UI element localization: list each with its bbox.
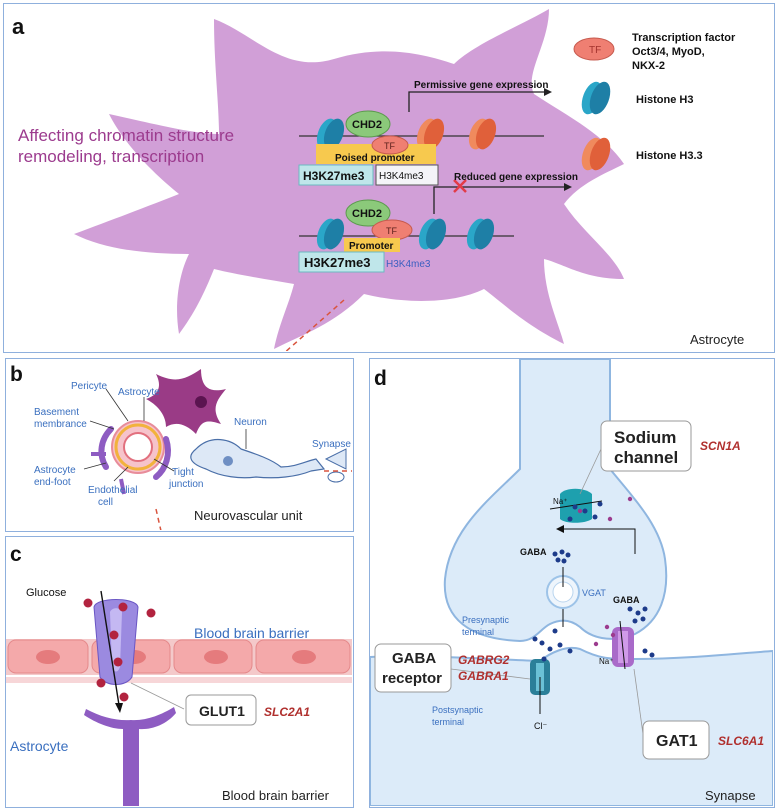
legend-tf-line-2: Oct3/4, MyoD,	[632, 46, 705, 58]
panel-a-canvas: a Affecting chromatin structure remodeli…	[12, 9, 744, 425]
reduced-label: Reduced gene expression	[454, 172, 578, 183]
legend-h33: Histone H3.3	[636, 150, 703, 162]
chd2-top-shape	[345, 110, 391, 138]
endothelial-cells	[7, 639, 351, 674]
gat1-label: GAT1	[656, 733, 698, 750]
h3k27me3-bottom-label: H3K27me3	[304, 255, 371, 270]
panel-b: b Pericyte Astrocyte Basement membrance …	[5, 358, 376, 532]
histone-h3-3-icon	[416, 118, 445, 150]
panel-d-canvas: d Sodium channel SCN1A Na⁺ GABA VGAT GAB…	[369, 358, 774, 807]
gaba-molecules	[532, 501, 655, 662]
legend-h3: Histone H3	[636, 94, 693, 106]
gat1-box	[642, 720, 710, 760]
chd2-top-label: CHD2	[352, 119, 382, 131]
tf-legend-symbol: TF	[589, 45, 601, 56]
tf-legend-icon	[573, 37, 615, 61]
cross-icon	[453, 179, 467, 193]
sodium-line-1: Sodium	[614, 428, 676, 447]
endothelial-line-2: cell	[98, 497, 113, 508]
gabrg2-label: GABRG2	[458, 653, 510, 667]
basement-line-1: Basement	[34, 407, 79, 418]
astro-endfoot-line-1: Astrocyte	[34, 465, 76, 476]
panel-c: c Glucose Blood brain barrier GLUT1 SLC2…	[5, 536, 354, 808]
gaba-receptor-box	[374, 643, 452, 693]
h3k27me3-bottom-box	[298, 251, 385, 273]
scn1a-label: SCN1A	[700, 439, 741, 453]
panel-b-letter: b	[10, 363, 23, 386]
legend-tf-line-3: NKX-2	[632, 60, 665, 72]
pericyte-label: Pericyte	[71, 381, 108, 392]
na-top-label: Na⁺	[553, 497, 567, 506]
promoter-box	[344, 238, 400, 252]
histone-h3-3-icon	[468, 118, 497, 150]
h3k4me3-top-box	[375, 164, 439, 186]
gabra1-label: GABRA1	[458, 669, 509, 683]
histone-h3-legend-icon	[581, 81, 611, 115]
astro-endfoot-line-2: end-foot	[34, 477, 71, 488]
panel-d-letter: d	[374, 367, 387, 390]
panel-b-canvas: b Pericyte Astrocyte Basement membrance …	[10, 363, 376, 532]
panel-a: a Affecting chromatin structure remodeli…	[3, 3, 775, 425]
basement-line-2: membrance	[34, 419, 87, 430]
tight-line-1: Tight	[172, 467, 194, 478]
sodium-line-2: channel	[614, 448, 678, 467]
tf-bottom-label: TF	[386, 226, 397, 236]
h3k4me3-bottom-label: H3K4me3	[386, 259, 431, 270]
gaba-receptor-line-2: receptor	[382, 670, 442, 687]
h3k27me3-top-box	[298, 164, 374, 186]
endothelial-line-1: Endothelial	[88, 485, 137, 496]
promoter-label: Promoter	[349, 241, 394, 252]
heading-line-2: remodeling, transcription	[18, 147, 204, 166]
astrocyte-label: Astrocyte	[690, 332, 744, 347]
gaba-right-label: GABA	[613, 595, 640, 605]
cl-label: Cl⁻	[534, 721, 547, 731]
histone-h3-icon	[316, 218, 345, 250]
panel-c-canvas: c Glucose Blood brain barrier GLUT1 SLC2…	[6, 543, 352, 806]
legend-tf-line-1: Transcription factor	[632, 32, 736, 44]
histone-h3-icon	[316, 118, 345, 150]
tight-line-2: junction	[168, 479, 203, 490]
glut1-label: GLUT1	[199, 703, 245, 719]
panel-d: d Sodium channel SCN1A Na⁺ GABA VGAT GAB…	[369, 358, 775, 808]
panel-c-letter: c	[10, 543, 22, 566]
gaba-left-label: GABA	[520, 547, 547, 557]
h3k27me3-top-label: H3K27me3	[303, 169, 365, 183]
histone-h3-icon	[418, 218, 447, 250]
sodium-ions	[577, 496, 633, 647]
glut1-box	[185, 694, 257, 726]
panel-a-letter: a	[12, 14, 25, 39]
histone-h3-3-legend-icon	[581, 137, 611, 171]
slc2a1-label: SLC2A1	[264, 705, 310, 719]
tf-top-shape	[371, 135, 409, 155]
na-bottom-label: Na⁺	[599, 657, 613, 666]
postsynaptic-line-1: Postsynaptic	[432, 705, 484, 715]
nvu-title: Neurovascular unit	[194, 508, 303, 523]
neuron-label: Neuron	[234, 417, 267, 428]
glucose-molecules	[83, 598, 156, 702]
chd2-bottom-label: CHD2	[352, 208, 382, 220]
poised-promoter-label: Poised promoter	[335, 153, 415, 164]
vgat-label: VGAT	[582, 588, 606, 598]
postsynaptic-line-2: terminal	[432, 717, 464, 727]
presynaptic-line-2: terminal	[462, 627, 494, 637]
slc6a1-label: SLC6A1	[718, 734, 764, 748]
astrocyte-label: Astrocyte	[10, 738, 69, 754]
histone-h3-icon	[466, 218, 495, 250]
presynaptic-line-1: Presynaptic	[462, 615, 510, 625]
synapse-title: Synapse	[705, 788, 756, 803]
gaba-receptor-line-1: GABA	[392, 650, 436, 667]
postsynaptic-terminal	[369, 647, 774, 807]
h3k4me3-top-label: H3K4me3	[379, 171, 424, 182]
chd2-bottom-shape	[345, 199, 391, 227]
presynaptic-terminal	[443, 358, 668, 643]
heading-line-1: Affecting chromatin structure	[18, 126, 234, 145]
synapse-label: Synapse	[312, 439, 351, 450]
permissive-label: Permissive gene expression	[414, 80, 549, 91]
tf-top-label: TF	[384, 141, 395, 151]
bbb-title: Blood brain barrier	[222, 788, 330, 803]
astrocyte-label: Astrocyte	[118, 387, 160, 398]
sodium-channel-box	[600, 420, 692, 472]
glucose-label: Glucose	[26, 587, 66, 599]
bbb-top-label: Blood brain barrier	[194, 625, 310, 641]
